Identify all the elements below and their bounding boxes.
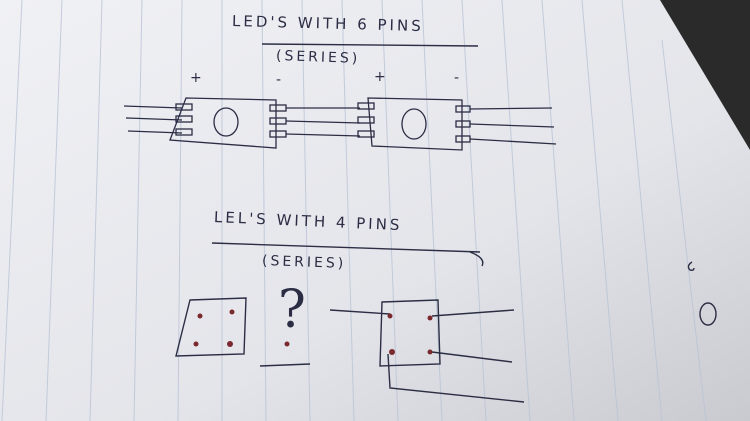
polarity-minus-1: - — [276, 72, 282, 88]
six-pin-led-diagram — [123, 97, 557, 151]
polarity-plus-2: + — [374, 69, 386, 85]
four-pin-led-left — [175, 297, 247, 357]
question-mark: ? — [278, 280, 306, 340]
led-2-lens — [401, 108, 427, 140]
polarity-plus-1: + — [190, 70, 202, 86]
four-pin-led-diagram — [175, 297, 525, 403]
subheading-four-pins: (SERIES) — [261, 253, 347, 272]
ruled-lines — [1, 0, 707, 421]
led-1-lens — [213, 107, 239, 137]
heading-underlines — [211, 43, 484, 267]
led-2-body — [367, 97, 463, 151]
polarity-minus-2: - — [454, 70, 460, 86]
four-pin-led-right — [379, 299, 441, 367]
margin-marks — [687, 261, 717, 326]
led-1-body — [169, 97, 277, 149]
subheading-six-pins: (SERIES) — [275, 48, 361, 67]
led-pin-dots — [193, 309, 433, 355]
